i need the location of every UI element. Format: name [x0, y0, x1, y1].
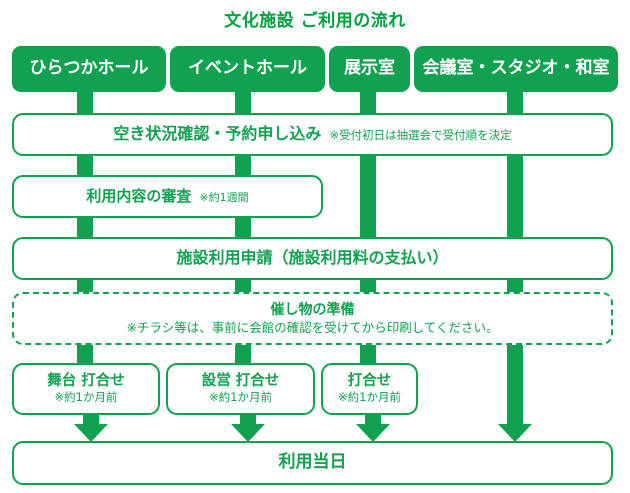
- step-review-note: ※約1週間: [199, 190, 249, 204]
- step-stage-meeting-note: ※約1か月前: [54, 390, 118, 405]
- step-general-meeting-label: 打合せ: [347, 372, 392, 389]
- step-availability-content: 空き状況確認・予約申し込み ※受付初日は抽選会で受付順を決定: [113, 124, 512, 144]
- connector-col4-d: [507, 341, 523, 432]
- facility-label: 展示室: [344, 58, 395, 79]
- step-stage-meeting[interactable]: 舞台 打合せ ※約1か月前: [12, 363, 160, 415]
- step-general-meeting-note: ※約1か月前: [338, 390, 401, 405]
- arrow-col1-to-final: [74, 424, 108, 442]
- step-final-label: 利用当日: [278, 452, 347, 473]
- facility-label: イベントホール: [188, 58, 307, 79]
- step-review-label: 利用内容の審査: [86, 186, 192, 205]
- connector-col3-a: [360, 88, 376, 116]
- step-facility-application[interactable]: 施設利用申請（施設利用料の支払い）: [12, 237, 613, 280]
- connector-col1-e: [77, 341, 93, 365]
- connector-col4-b: [507, 152, 523, 240]
- connector-col1-d: [77, 276, 93, 296]
- connector-col4-c: [507, 276, 523, 296]
- facility-box-hiratsuka-hall[interactable]: ひらつかホール: [12, 46, 166, 92]
- facility-box-event-hall[interactable]: イベントホール: [170, 46, 325, 92]
- connector-col2-b: [235, 152, 251, 178]
- connector-col1-b: [77, 152, 93, 178]
- facility-label: 会議室・スタジオ・和室: [422, 58, 610, 79]
- step-review-content: 利用内容の審査 ※約1週間: [86, 186, 249, 205]
- facility-label: ひらつかホール: [29, 58, 149, 79]
- step-preparation-note: ※チラシ等は、事前に会館の確認を受けてから印刷してください。: [126, 320, 499, 336]
- connector-col2-c: [235, 214, 251, 240]
- step-day-of-use[interactable]: 利用当日: [12, 441, 613, 485]
- step-availability-label: 空き状況確認・予約申し込み: [113, 124, 322, 144]
- connector-col2-a: [235, 88, 251, 116]
- page-title: 文化施設 ご利用の流れ: [224, 11, 406, 31]
- step-availability-note: ※受付初日は抽選会で受付順を決定: [329, 128, 512, 143]
- step-preparation-label: 催し物の準備: [270, 301, 355, 318]
- arrow-col3-to-final: [356, 424, 390, 442]
- step-setup-meeting-note: ※約1か月前: [209, 390, 272, 405]
- step-general-meeting[interactable]: 打合せ ※約1か月前: [321, 363, 418, 415]
- connector-col2-d: [235, 276, 251, 296]
- connector-col4-a: [507, 88, 523, 116]
- step-availability-reservation[interactable]: 空き状況確認・予約申し込み ※受付初日は抽選会で受付順を決定: [12, 113, 613, 156]
- connector-col3-c: [360, 276, 376, 296]
- connector-col1-a: [77, 88, 93, 116]
- connector-col2-e: [235, 341, 251, 365]
- connector-col3-b: [360, 152, 376, 240]
- step-content-review[interactable]: 利用内容の審査 ※約1週間: [12, 175, 323, 218]
- step-stage-meeting-label: 舞台 打合せ: [47, 372, 125, 389]
- step-setup-meeting-label: 設営 打合せ: [201, 372, 280, 389]
- step-setup-meeting[interactable]: 設営 打合せ ※約1か月前: [166, 363, 315, 415]
- step-event-preparation[interactable]: 催し物の準備 ※チラシ等は、事前に会館の確認を受けてから印刷してください。: [12, 292, 613, 345]
- step-application-label: 施設利用申請（施設利用料の支払い）: [176, 248, 449, 268]
- arrow-col4-to-final: [498, 424, 532, 442]
- connector-col3-d: [360, 341, 376, 365]
- arrow-col2-to-final: [231, 424, 265, 442]
- facility-box-exhibition-room[interactable]: 展示室: [329, 46, 410, 92]
- connector-col1-c: [77, 214, 93, 240]
- facility-box-meeting-studio-japanese[interactable]: 会議室・スタジオ・和室: [414, 46, 618, 92]
